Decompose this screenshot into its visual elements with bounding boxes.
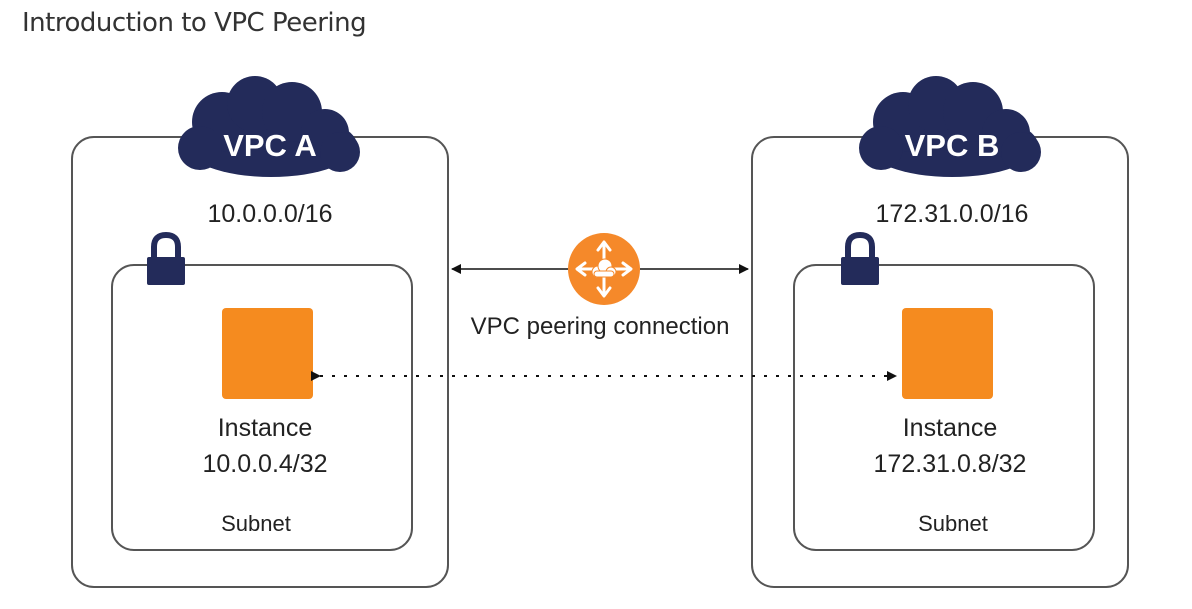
vpc-a-cidr: 10.0.0.0/16 — [207, 200, 332, 228]
page-title: Introduction to VPC Peering — [22, 8, 367, 38]
vpc-b-instance-ip: 172.31.0.8/32 — [874, 450, 1027, 478]
lock-icon — [841, 231, 879, 285]
vpc-a-subnet-label: Subnet — [221, 511, 291, 536]
vpc-b-instance-icon — [902, 308, 993, 399]
vpc-b-label: VPC B — [905, 128, 1000, 163]
lock-icon — [147, 231, 185, 285]
vpc-b-cidr: 172.31.0.0/16 — [876, 200, 1029, 228]
vpc-b-container: VPC B 172.31.0.0/16 Instance 172.31.0.8/… — [751, 76, 1129, 588]
vpc-a-instance-label: Instance — [218, 414, 313, 442]
peering-label: VPC peering connection — [471, 313, 730, 340]
peering-connection: VPC peering connection — [451, 233, 749, 340]
vpc-a-container: VPC A 10.0.0.0/16 Instance 10.0.0.4/32 S… — [71, 76, 449, 588]
vpc-b-subnet-box — [793, 264, 1095, 551]
vpc-a-instance-ip: 10.0.0.4/32 — [202, 450, 327, 478]
cloud-icon — [859, 76, 1041, 177]
cloud-icon — [178, 76, 360, 177]
vpc-b-subnet-label: Subnet — [918, 511, 988, 536]
vpc-a-label: VPC A — [223, 128, 317, 163]
vpc-a-subnet-box — [111, 264, 413, 551]
vpc-a-instance-icon — [222, 308, 313, 399]
peering-router-icon — [568, 233, 640, 305]
vpc-b-instance-label: Instance — [903, 414, 998, 442]
